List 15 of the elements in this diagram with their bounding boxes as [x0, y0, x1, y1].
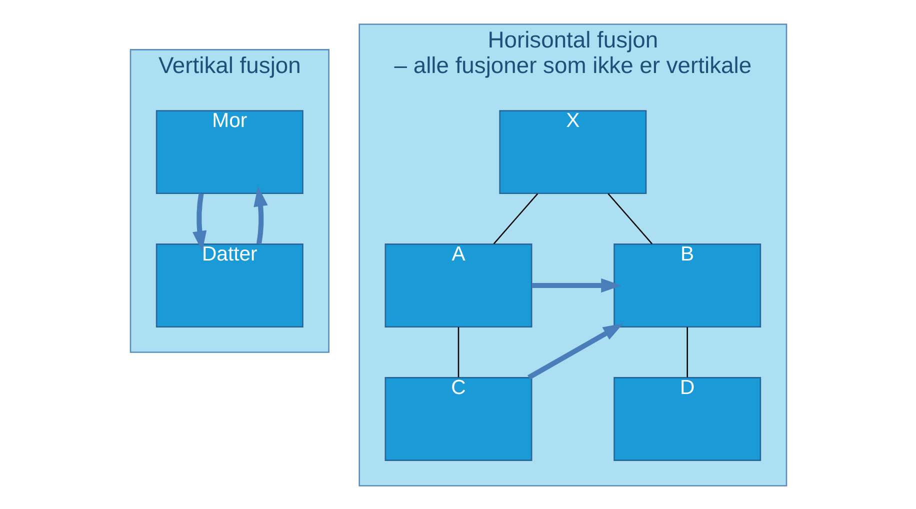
node-box: C — [384, 376, 532, 460]
connector — [457, 326, 459, 377]
node-box: B — [613, 243, 761, 327]
node-box: Datter — [155, 243, 303, 327]
connector — [686, 326, 688, 377]
arrow — [531, 278, 622, 292]
connector — [607, 192, 652, 244]
connector — [492, 192, 538, 244]
arrow — [527, 322, 623, 380]
node-box: A — [384, 243, 532, 327]
arrow — [192, 192, 206, 251]
node-box: X — [498, 110, 646, 194]
node-box: D — [613, 376, 761, 460]
node-box: Mor — [155, 110, 303, 194]
arrow — [253, 186, 268, 244]
